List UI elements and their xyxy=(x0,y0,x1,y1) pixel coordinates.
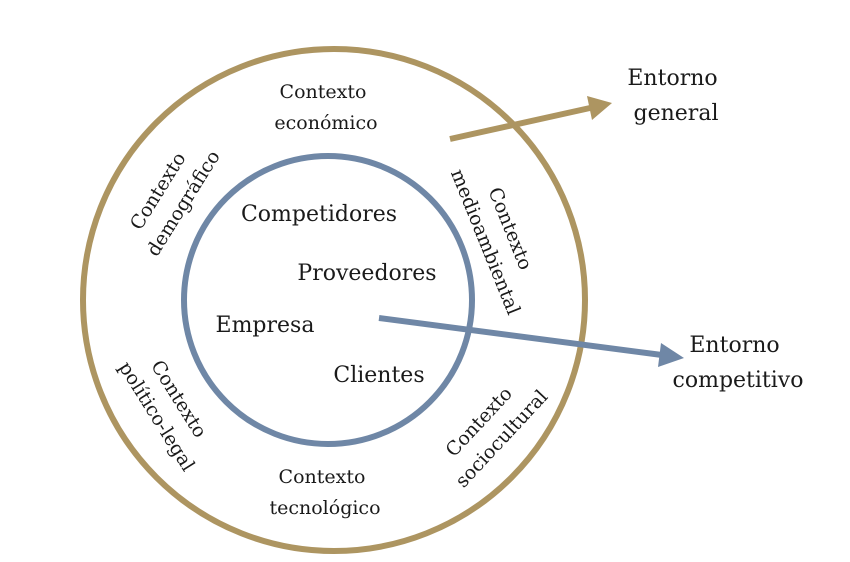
inner-competidores-label: Competidores xyxy=(241,202,397,227)
callout-entorno-general: Entorno general xyxy=(627,66,724,126)
callout-entorno-competitivo: Entorno competitivo xyxy=(673,333,804,393)
competitive-environment-arrow xyxy=(378,315,684,367)
general-environment-arrow xyxy=(449,96,612,142)
context-economico-label: Contexto económico xyxy=(274,81,377,134)
inner-ring-competitive-environment xyxy=(181,153,475,447)
context-medioambiental-label: Contexto medioambiental xyxy=(446,156,550,318)
context-politico-legal-label: Contexto político-legal xyxy=(114,343,223,475)
inner-clientes-label: Clientes xyxy=(333,363,424,388)
context-sociocultural-label: Contexto sociocultural xyxy=(431,367,553,492)
inner-empresa-label: Empresa xyxy=(216,313,315,338)
inner-proveedores-label: Proveedores xyxy=(297,261,436,286)
context-tecnologico-label: Contexto tecnológico xyxy=(269,466,380,519)
outer-ring-general-environment xyxy=(80,46,588,554)
